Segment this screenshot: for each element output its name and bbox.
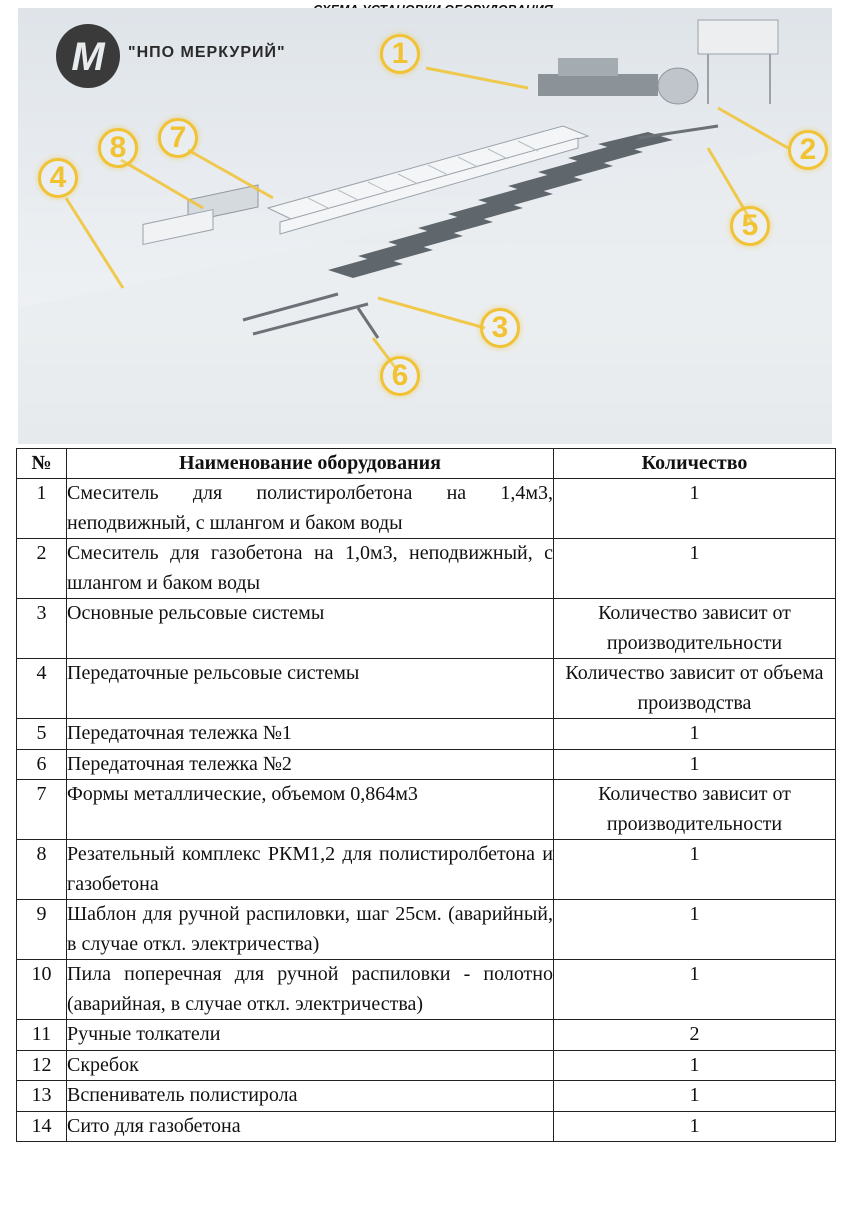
marker-6: 6	[380, 356, 420, 396]
row-number: 14	[16, 1110, 67, 1142]
row-equipment-name: Передаточная тележка №1	[66, 718, 554, 750]
marker-3: 3	[480, 308, 520, 348]
row-equipment-name: Шаблон для ручной распиловки, шаг 25см. …	[66, 899, 554, 960]
row-equipment-name: Смеситель для газобетона на 1,0м3, непод…	[66, 538, 554, 599]
row-number: 13	[16, 1080, 67, 1112]
row-quantity: 1	[553, 899, 836, 960]
row-equipment-name: Смеситель для полистиролбетона на 1,4м3,…	[66, 478, 554, 539]
header-quantity: Количество	[553, 448, 836, 479]
marker-5: 5	[730, 206, 770, 246]
row-quantity: 1	[553, 1049, 836, 1081]
marker-4: 4	[38, 158, 78, 198]
marker-2: 2	[788, 130, 828, 170]
row-quantity: Количество зависит от производительности	[553, 598, 836, 659]
row-equipment-name: Формы металлические, объемом 0,864м3	[66, 779, 554, 840]
row-number: 9	[16, 899, 67, 960]
equipment-layout-scheme: M "НПО МЕРКУРИЙ" 1 2 3 4 5 6 7 8	[18, 8, 832, 444]
row-quantity: 2	[553, 1019, 836, 1051]
company-logo-text: "НПО МЕРКУРИЙ"	[128, 44, 286, 61]
equipment-illustration: M	[18, 19, 832, 444]
header-name: Наименование оборудования	[66, 448, 554, 479]
row-number: 12	[16, 1049, 67, 1081]
row-quantity: 1	[553, 839, 836, 900]
row-quantity: Количество зависит от производительности	[553, 779, 836, 840]
row-equipment-name: Скребок	[66, 1049, 554, 1081]
row-quantity: 1	[553, 478, 836, 539]
row-number: 5	[16, 718, 67, 750]
row-quantity: 1	[553, 718, 836, 750]
marker-1: 1	[380, 34, 420, 74]
row-number: 3	[16, 598, 67, 659]
row-equipment-name: Основные рельсовые системы	[66, 598, 554, 659]
row-equipment-name: Вспениватель полистирола	[66, 1080, 554, 1112]
row-equipment-name: Пила поперечная для ручной распиловки - …	[66, 959, 554, 1020]
row-quantity: 1	[553, 538, 836, 599]
row-quantity: 1	[553, 1080, 836, 1112]
logo-letter: M	[71, 35, 106, 79]
row-number: 10	[16, 959, 67, 1020]
row-quantity: 1	[553, 959, 836, 1020]
header-number: №	[16, 448, 67, 479]
marker-7: 7	[158, 118, 198, 158]
row-number: 4	[16, 658, 67, 719]
row-equipment-name: Ручные толкатели	[66, 1019, 554, 1051]
row-number: 11	[16, 1019, 67, 1051]
row-equipment-name: Передаточные рельсовые системы	[66, 658, 554, 719]
row-number: 7	[16, 779, 67, 840]
marker-8: 8	[98, 128, 138, 168]
row-quantity: 1	[553, 748, 836, 780]
row-equipment-name: Сито для газобетона	[66, 1110, 554, 1142]
row-number: 8	[16, 839, 67, 900]
row-number: 2	[16, 538, 67, 599]
row-equipment-name: Резательный комплекс РКМ1,2 для полистир…	[66, 839, 554, 900]
row-quantity: Количество зависит от объема производств…	[553, 658, 836, 719]
table-header-row: № Наименование оборудования Количество	[16, 448, 836, 479]
row-number: 6	[16, 748, 67, 780]
row-number: 1	[16, 478, 67, 539]
row-equipment-name: Передаточная тележка №2	[66, 748, 554, 780]
equipment-table: № Наименование оборудования Количество 1…	[16, 448, 836, 1142]
row-quantity: 1	[553, 1110, 836, 1142]
